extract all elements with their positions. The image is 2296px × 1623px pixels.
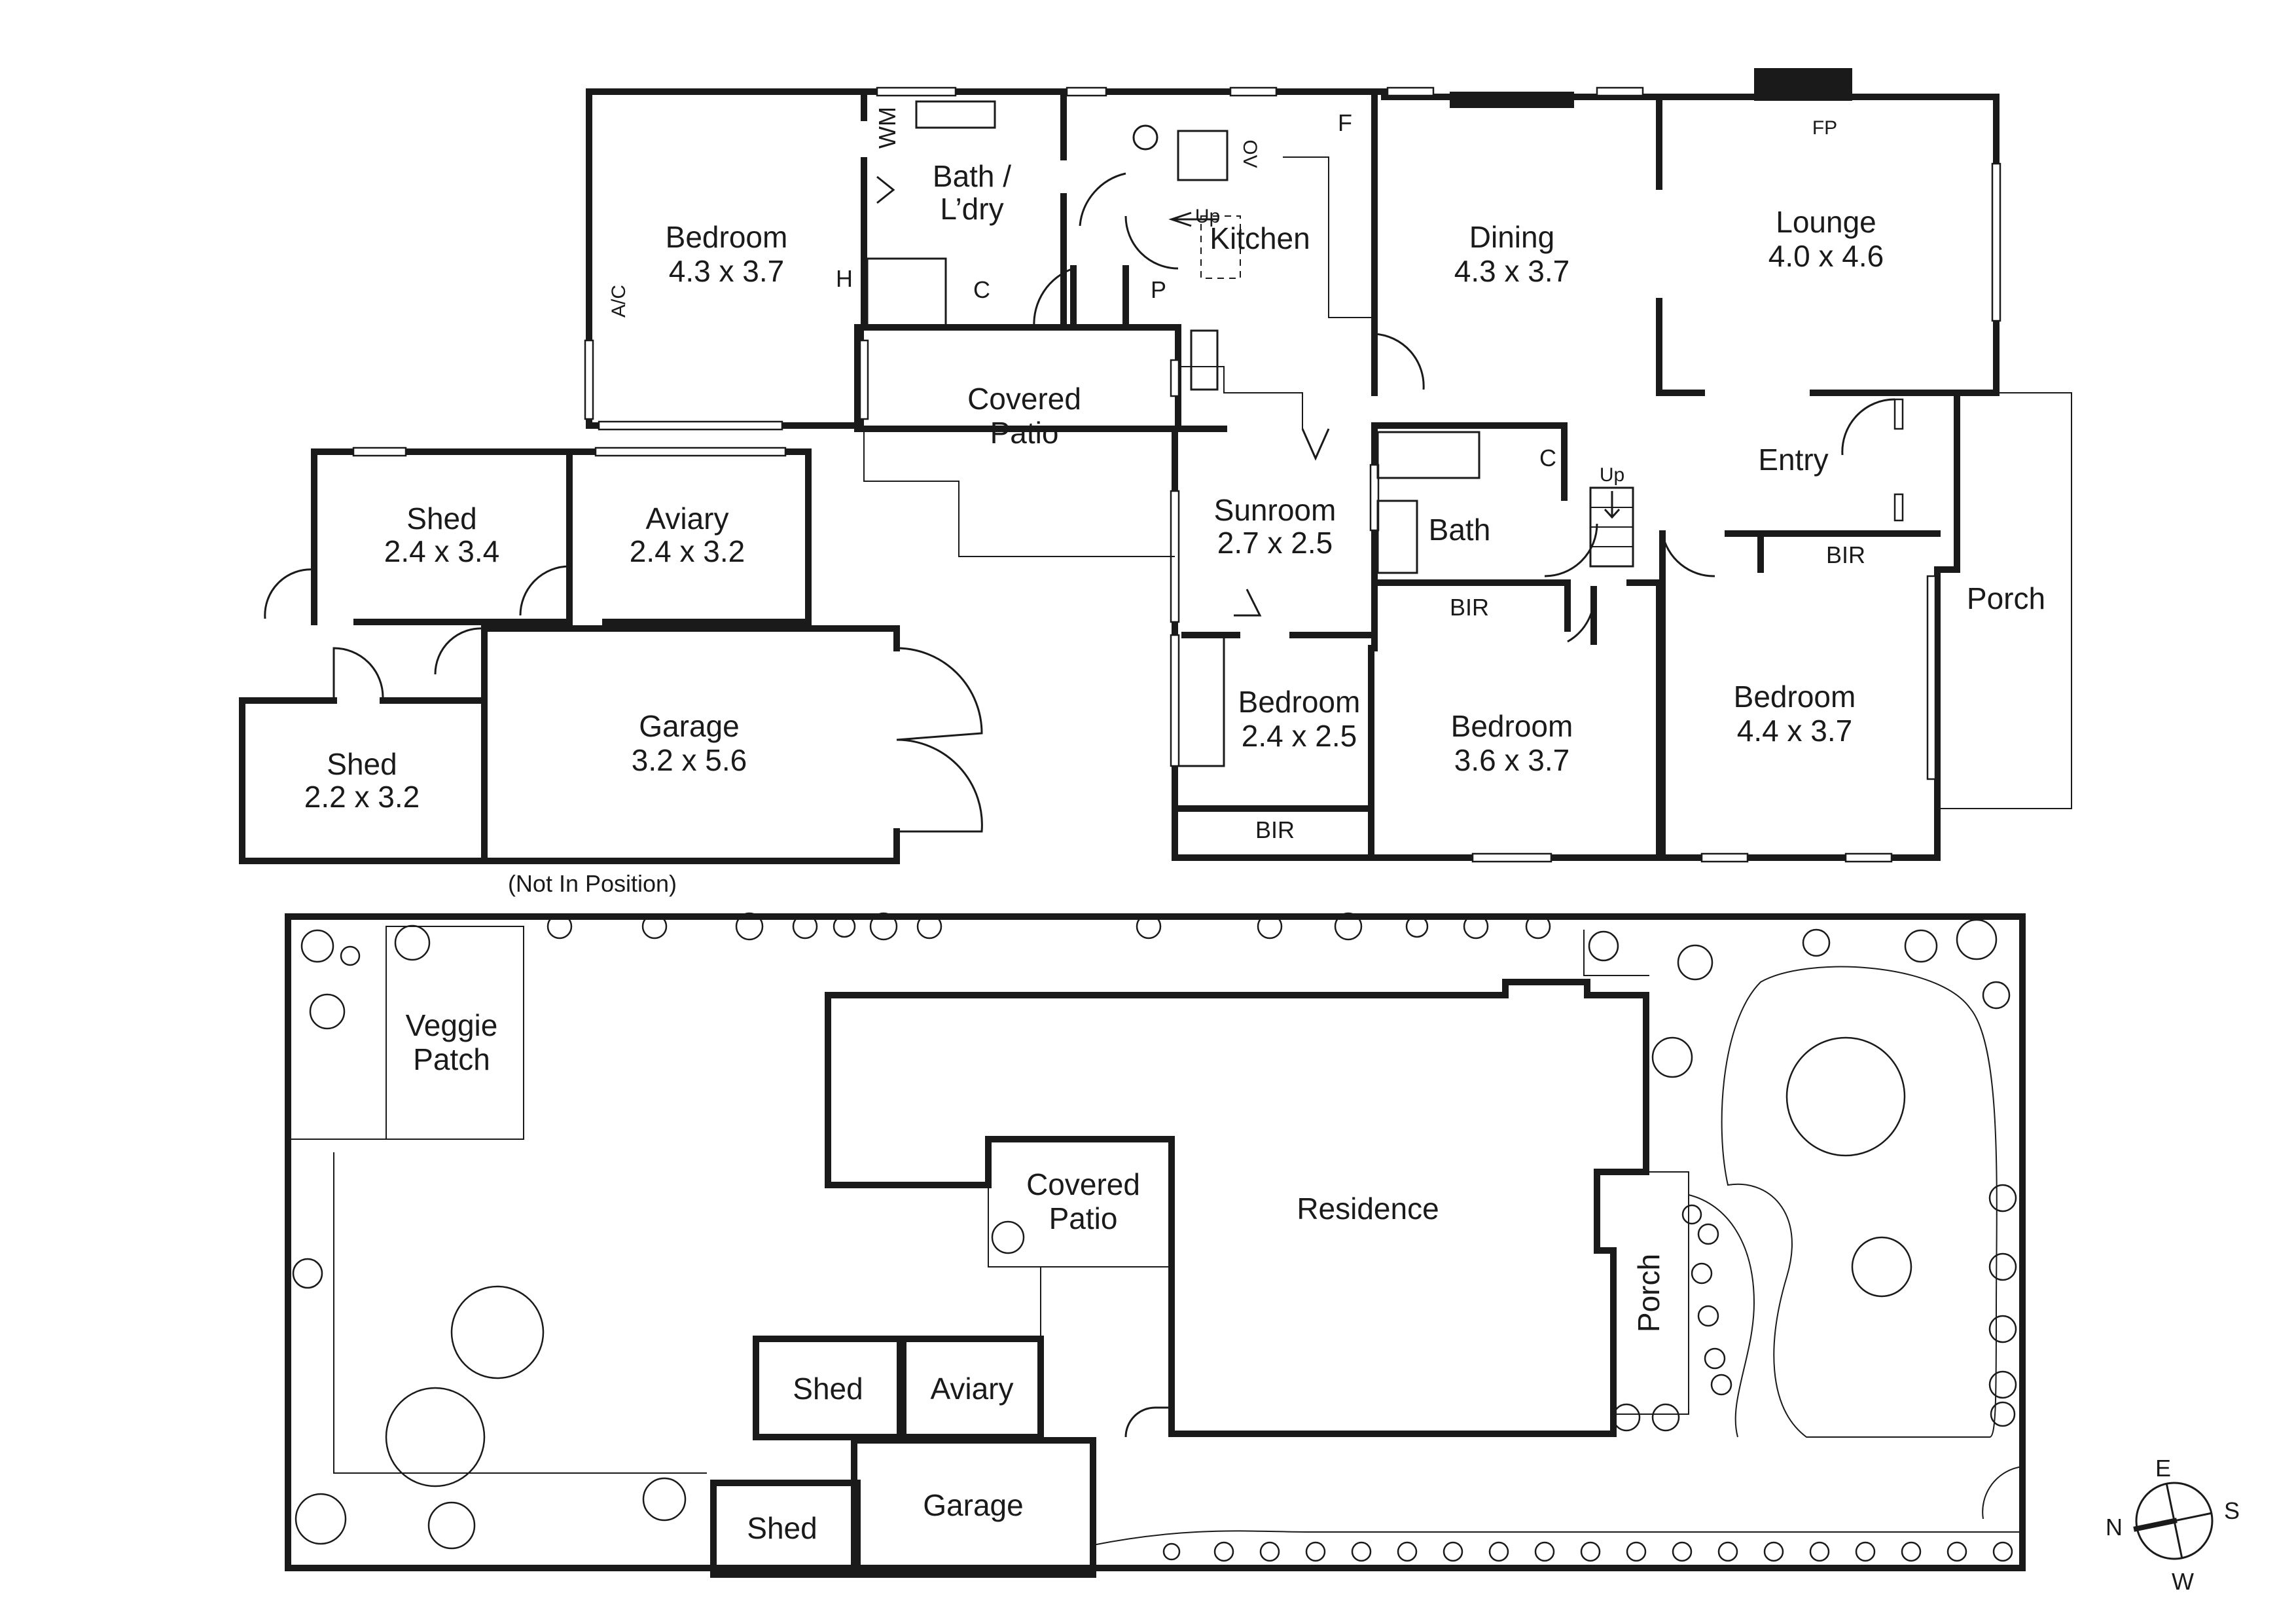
residence-label: Residence: [1297, 1192, 1439, 1226]
ac-label: A/C: [608, 285, 630, 318]
bedroom-1-label: Bedroom: [666, 220, 788, 254]
c-label-1: C: [973, 276, 990, 303]
stair-arrow: [1604, 491, 1621, 519]
shed-site-label: Shed: [793, 1372, 863, 1406]
not-in-position-note: (Not In Position): [508, 870, 677, 897]
aviary-label: Aviary: [646, 501, 729, 536]
sunroom-size: 2.7 x 2.5: [1217, 526, 1333, 560]
house-floor-plan: Bedroom 4.3 x 3.7 Bath / L’dry Kitchen D…: [239, 68, 2072, 897]
kitchen-wall: [1175, 94, 1378, 432]
veggie-patch-label-2: Patch: [413, 1042, 490, 1076]
bedroom-2-label: Bedroom: [1238, 685, 1361, 719]
bedroom-4-size: 4.4 x 3.7: [1737, 714, 1852, 748]
wm-label: WM: [874, 107, 901, 149]
bathtub: [1376, 431, 1480, 479]
bath-block-wall: [1371, 422, 1662, 861]
dining-fireplace-hearth: [1450, 92, 1574, 108]
porch-outline: [1937, 392, 2072, 809]
garage-label: Garage: [639, 709, 739, 743]
entry-label: Entry: [1758, 443, 1828, 477]
windows: [584, 86, 2001, 863]
garden-path: [288, 926, 1649, 1474]
site-plan: Veggie Patch Residence Covered Patio Por…: [285, 912, 2240, 1595]
fp-label: FP: [1812, 117, 1837, 139]
bedroom-3-size: 3.6 x 3.7: [1454, 743, 1570, 777]
compass-w: W: [2172, 1568, 2194, 1595]
bath-bottom-wall: [861, 265, 1129, 331]
p-label: P: [1151, 276, 1166, 303]
bedroom-4-label: Bedroom: [1734, 680, 1856, 714]
aviary-size: 2.4 x 3.2: [630, 534, 745, 568]
kitchen-label: Kitchen: [1210, 221, 1310, 255]
trough: [915, 100, 996, 129]
dining-label: Dining: [1469, 220, 1554, 254]
residence-outline: [825, 979, 1649, 1437]
bath-laundry-label: Bath /: [933, 159, 1011, 193]
dining-lounge-wall: [1656, 94, 2000, 396]
bir-label-3: BIR: [1255, 816, 1295, 843]
covered-patio-site-label-2: Patio: [1049, 1201, 1118, 1235]
covered-patio-site-label: Covered: [1026, 1167, 1140, 1201]
bedroom-1-size: 4.3 x 3.7: [669, 254, 784, 288]
shed-2-label: Shed: [327, 747, 397, 781]
stove: [1177, 130, 1229, 181]
sunroom-label: Sunroom: [1214, 493, 1336, 527]
shed-2-site-label: Shed: [747, 1511, 817, 1545]
dining-size: 4.3 x 3.7: [1454, 254, 1570, 288]
garage-wall: [481, 625, 900, 864]
up-label: Up: [1600, 464, 1624, 486]
lounge-size: 4.0 x 4.6: [1768, 239, 1884, 273]
lounge-label: Lounge: [1776, 205, 1876, 239]
patio-outline: [863, 426, 1175, 557]
bir-label-2: BIR: [1826, 541, 1865, 568]
garage-site-label: Garage: [923, 1488, 1023, 1522]
doors: [876, 172, 1895, 767]
bedroom-2-size: 2.4 x 2.5: [1242, 719, 1357, 753]
compass-n: N: [2106, 1514, 2123, 1541]
trees: [292, 912, 2017, 1562]
covered-patio-label: Covered: [967, 382, 1081, 416]
porch-label: Porch: [1967, 581, 2045, 615]
shower: [866, 257, 947, 329]
sink: [1190, 329, 1219, 391]
front-garden-bed: [1721, 966, 1998, 1438]
porch-site-label: Porch: [1632, 1254, 1666, 1332]
veggie-patch-label: Veggie: [406, 1008, 498, 1042]
site-boundary: [285, 913, 2026, 1571]
bir-label-1: BIR: [1450, 594, 1489, 621]
ov-label: OV: [1239, 139, 1261, 168]
compass-rose: E S W N: [2106, 1455, 2240, 1595]
porch-site-outline: [1613, 1171, 1689, 1415]
shed-1-label: Shed: [406, 501, 476, 536]
f-label: F: [1338, 109, 1352, 136]
bedroom-3-label: Bedroom: [1451, 709, 1573, 743]
shed-2-wall: [239, 697, 488, 864]
shed-2-size: 2.2 x 3.2: [304, 780, 420, 814]
covered-patio-label-2: Patio: [990, 416, 1059, 450]
h-label: H: [836, 265, 853, 292]
fireplace: [1754, 68, 1852, 101]
garage-site: [851, 1437, 1096, 1578]
bedroom-4-wall: [1659, 530, 1941, 861]
shed-1-size: 2.4 x 3.4: [384, 534, 499, 568]
compass-s: S: [2224, 1497, 2240, 1524]
garage-size: 3.2 x 5.6: [632, 743, 747, 777]
aviary-site-label: Aviary: [931, 1372, 1014, 1406]
bath-label: Bath: [1429, 513, 1491, 547]
c-label-2: C: [1539, 445, 1556, 471]
patio-site-outline: [988, 1139, 1172, 1336]
vanity: [1376, 500, 1418, 574]
bath-laundry-label-2: L’dry: [940, 192, 1003, 226]
compass-e: E: [2155, 1455, 2171, 1482]
kitchen-bench: [1178, 156, 1374, 429]
